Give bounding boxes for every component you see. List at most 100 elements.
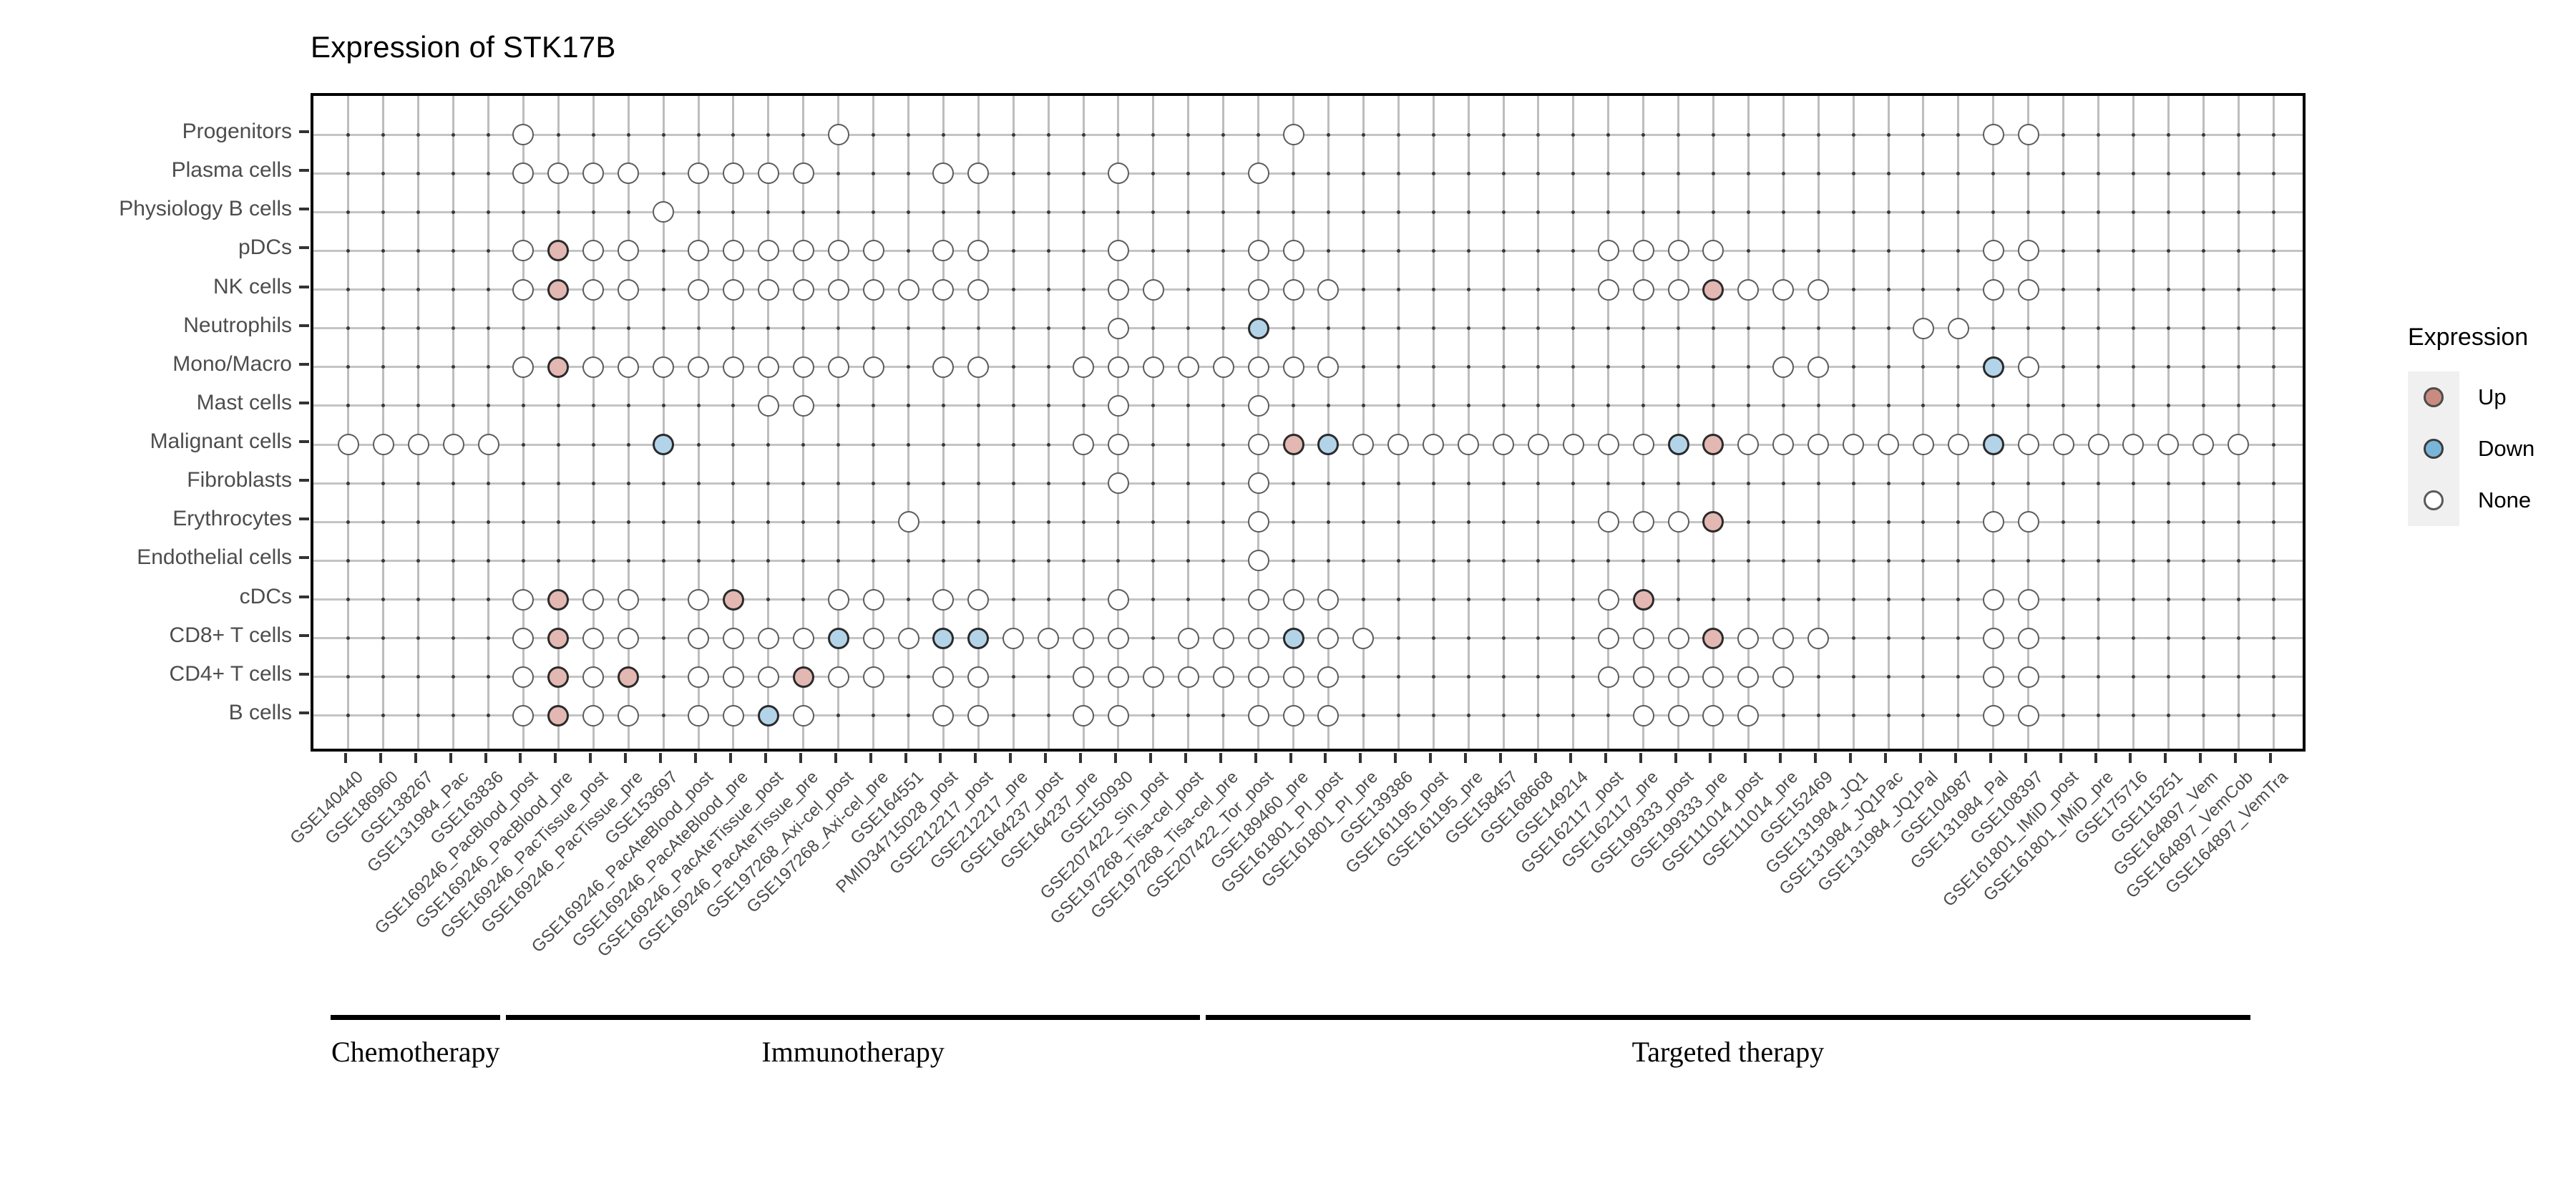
expression-dot[interactable] bbox=[688, 588, 710, 611]
expression-dot[interactable] bbox=[1107, 666, 1129, 688]
expression-dot[interactable] bbox=[1247, 162, 1269, 185]
expression-dot[interactable] bbox=[757, 240, 779, 262]
expression-dot[interactable] bbox=[618, 278, 640, 301]
expression-dot[interactable] bbox=[1632, 627, 1654, 649]
expression-dot[interactable] bbox=[722, 240, 744, 262]
expression-dot[interactable] bbox=[512, 704, 535, 726]
expression-dot[interactable] bbox=[1632, 240, 1654, 262]
expression-dot[interactable] bbox=[722, 278, 744, 301]
expression-dot[interactable] bbox=[582, 162, 605, 185]
expression-dot[interactable] bbox=[1562, 434, 1584, 456]
expression-dot[interactable] bbox=[932, 240, 955, 262]
expression-dot[interactable] bbox=[547, 627, 570, 649]
expression-dot[interactable] bbox=[1772, 434, 1795, 456]
expression-dot[interactable] bbox=[1597, 511, 1619, 533]
expression-dot[interactable] bbox=[512, 240, 535, 262]
expression-dot[interactable] bbox=[792, 278, 814, 301]
expression-dot[interactable] bbox=[827, 124, 849, 146]
expression-dot[interactable] bbox=[722, 356, 744, 378]
expression-dot[interactable] bbox=[967, 627, 990, 649]
expression-dot[interactable] bbox=[512, 162, 535, 185]
expression-dot[interactable] bbox=[1632, 434, 1654, 456]
expression-dot[interactable] bbox=[897, 627, 919, 649]
expression-dot[interactable] bbox=[757, 704, 779, 726]
expression-dot[interactable] bbox=[1247, 511, 1269, 533]
expression-dot[interactable] bbox=[582, 588, 605, 611]
expression-dot[interactable] bbox=[1387, 434, 1410, 456]
expression-dot[interactable] bbox=[1807, 434, 1830, 456]
expression-dot[interactable] bbox=[862, 588, 884, 611]
expression-dot[interactable] bbox=[547, 240, 570, 262]
expression-dot[interactable] bbox=[547, 278, 570, 301]
expression-dot[interactable] bbox=[1282, 588, 1304, 611]
expression-dot[interactable] bbox=[2017, 627, 2039, 649]
expression-dot[interactable] bbox=[1247, 317, 1269, 339]
expression-dot[interactable] bbox=[653, 356, 675, 378]
expression-dot[interactable] bbox=[1667, 704, 1689, 726]
expression-dot[interactable] bbox=[1667, 666, 1689, 688]
expression-dot[interactable] bbox=[1772, 627, 1795, 649]
expression-dot[interactable] bbox=[547, 588, 570, 611]
expression-dot[interactable] bbox=[757, 278, 779, 301]
expression-dot[interactable] bbox=[1282, 666, 1304, 688]
expression-dot[interactable] bbox=[1317, 704, 1340, 726]
expression-dot[interactable] bbox=[1772, 278, 1795, 301]
expression-dot[interactable] bbox=[1247, 472, 1269, 495]
expression-dot[interactable] bbox=[1982, 588, 2004, 611]
expression-dot[interactable] bbox=[932, 278, 955, 301]
expression-dot[interactable] bbox=[792, 240, 814, 262]
expression-dot[interactable] bbox=[1247, 434, 1269, 456]
expression-dot[interactable] bbox=[897, 278, 919, 301]
expression-dot[interactable] bbox=[1317, 434, 1340, 456]
expression-dot[interactable] bbox=[862, 666, 884, 688]
expression-dot[interactable] bbox=[1982, 434, 2004, 456]
expression-dot[interactable] bbox=[547, 162, 570, 185]
expression-dot[interactable] bbox=[1702, 240, 1724, 262]
expression-dot[interactable] bbox=[1247, 627, 1269, 649]
expression-dot[interactable] bbox=[722, 666, 744, 688]
expression-dot[interactable] bbox=[1317, 666, 1340, 688]
expression-dot[interactable] bbox=[512, 588, 535, 611]
expression-dot[interactable] bbox=[2017, 434, 2039, 456]
expression-dot[interactable] bbox=[792, 356, 814, 378]
expression-dot[interactable] bbox=[2017, 511, 2039, 533]
expression-dot[interactable] bbox=[932, 666, 955, 688]
expression-dot[interactable] bbox=[1632, 511, 1654, 533]
expression-dot[interactable] bbox=[1737, 278, 1760, 301]
expression-dot[interactable] bbox=[1142, 278, 1164, 301]
expression-dot[interactable] bbox=[1737, 666, 1760, 688]
expression-dot[interactable] bbox=[1107, 240, 1129, 262]
expression-dot[interactable] bbox=[1107, 356, 1129, 378]
expression-dot[interactable] bbox=[1982, 278, 2004, 301]
expression-dot[interactable] bbox=[1212, 666, 1234, 688]
expression-dot[interactable] bbox=[547, 356, 570, 378]
expression-dot[interactable] bbox=[757, 394, 779, 417]
expression-dot[interactable] bbox=[1667, 278, 1689, 301]
expression-dot[interactable] bbox=[1947, 317, 1969, 339]
expression-dot[interactable] bbox=[688, 356, 710, 378]
expression-dot[interactable] bbox=[618, 588, 640, 611]
expression-dot[interactable] bbox=[1282, 434, 1304, 456]
expression-dot[interactable] bbox=[2228, 434, 2250, 456]
expression-dot[interactable] bbox=[1282, 124, 1304, 146]
expression-dot[interactable] bbox=[1212, 627, 1234, 649]
expression-dot[interactable] bbox=[688, 240, 710, 262]
expression-dot[interactable] bbox=[1807, 356, 1830, 378]
expression-dot[interactable] bbox=[1282, 240, 1304, 262]
expression-dot[interactable] bbox=[477, 434, 499, 456]
legend-item[interactable]: Down bbox=[2408, 423, 2534, 475]
expression-dot[interactable] bbox=[1423, 434, 1445, 456]
expression-dot[interactable] bbox=[967, 588, 990, 611]
expression-dot[interactable] bbox=[1982, 511, 2004, 533]
expression-dot[interactable] bbox=[1947, 434, 1969, 456]
expression-dot[interactable] bbox=[1247, 666, 1269, 688]
expression-dot[interactable] bbox=[2017, 124, 2039, 146]
expression-dot[interactable] bbox=[1772, 666, 1795, 688]
expression-dot[interactable] bbox=[722, 162, 744, 185]
expression-dot[interactable] bbox=[582, 240, 605, 262]
expression-dot[interactable] bbox=[792, 666, 814, 688]
expression-dot[interactable] bbox=[1527, 434, 1549, 456]
expression-dot[interactable] bbox=[1702, 278, 1724, 301]
expression-dot[interactable] bbox=[1107, 588, 1129, 611]
expression-dot[interactable] bbox=[512, 627, 535, 649]
